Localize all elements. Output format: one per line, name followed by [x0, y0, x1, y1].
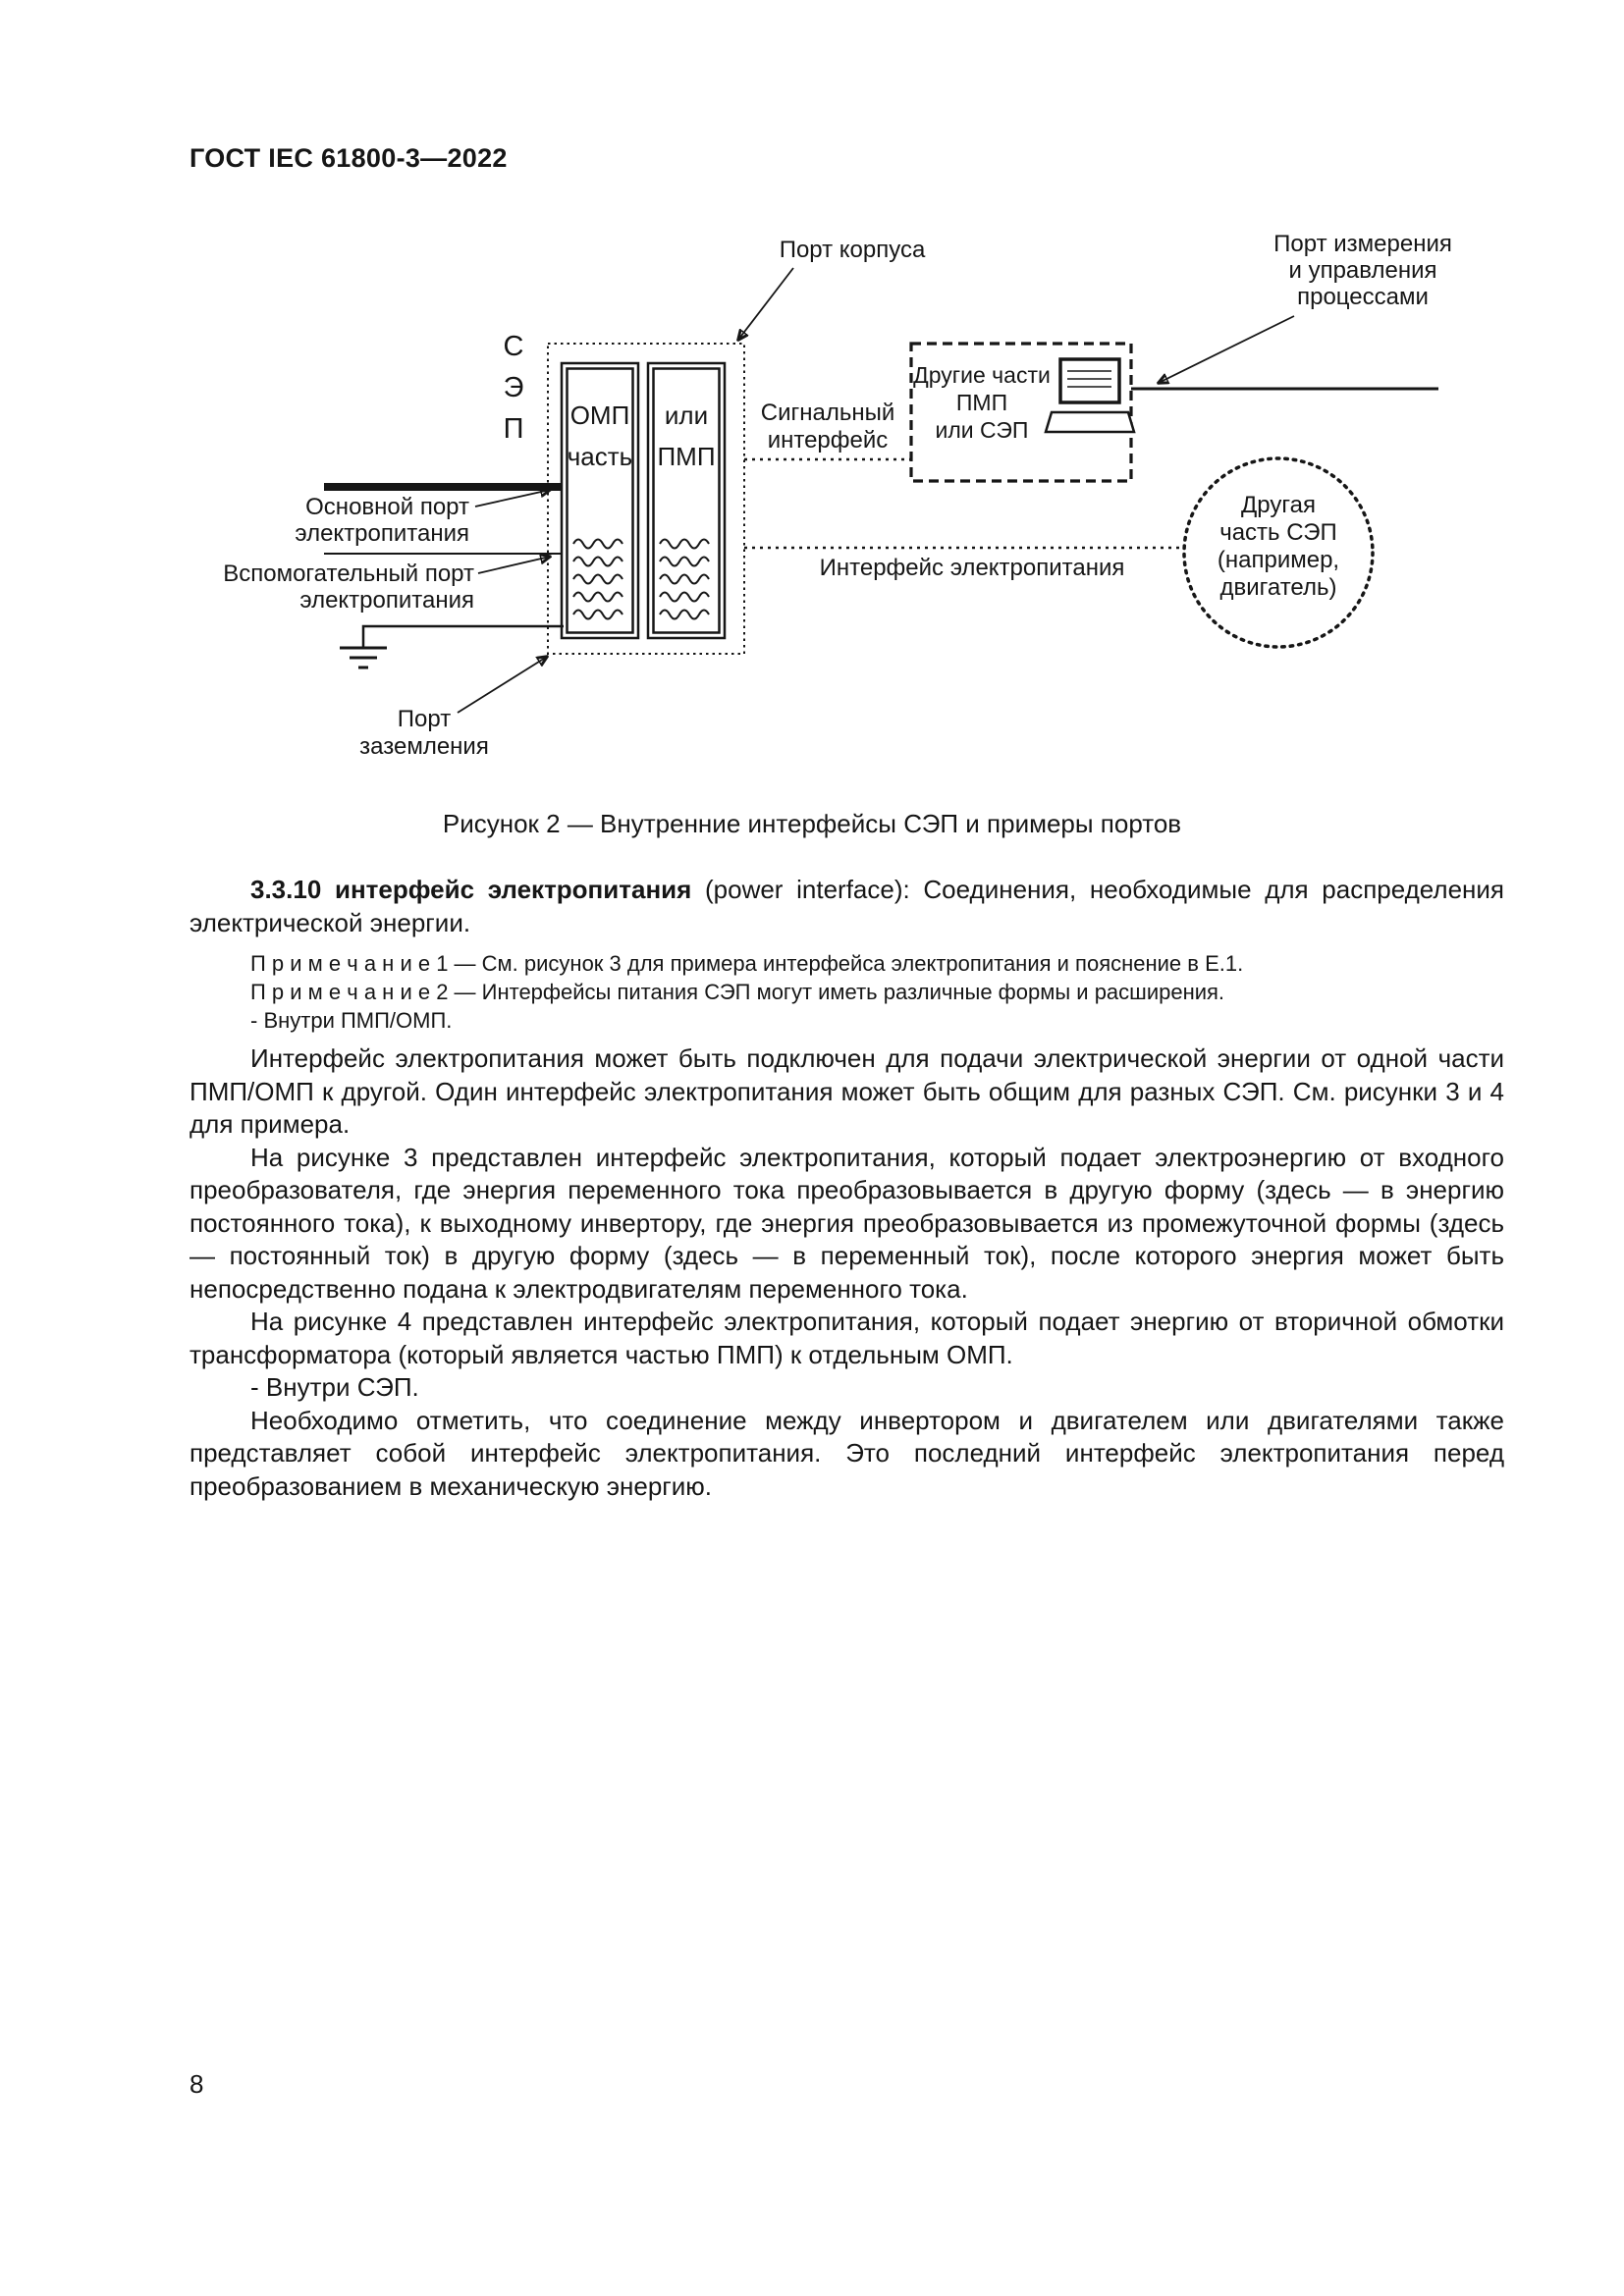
aux-port-callout-line: [477, 557, 550, 574]
omp-box-inner: [566, 367, 634, 634]
label-aux-port-2: электропитания: [299, 587, 474, 614]
label-main-port-1: Основной порт: [305, 494, 469, 520]
figure-caption: Рисунок 2 — Внутренние интерфейсы СЭП и …: [442, 809, 1182, 838]
label-port-case: Порт корпуса: [780, 237, 926, 263]
label-port-measure-2: и управления: [1289, 257, 1437, 284]
label-aux-port-1: Вспомогательный порт: [223, 561, 474, 587]
port-case-callout-line: [738, 267, 794, 340]
label-signal-interface-1: Сигнальный: [761, 400, 895, 426]
term-number-and-term: 3.3.10 интерфейс электропитания: [250, 875, 692, 904]
computer-monitor: [1058, 357, 1121, 404]
label-sep-letter-3: П: [504, 413, 524, 445]
term-definition: 3.3.10 интерфейс электропитания (power i…: [189, 874, 1504, 939]
ground-line: [361, 624, 564, 648]
paragraph-2: На рисунке 3 представлен интерфейс элект…: [189, 1142, 1504, 1304]
body-text: 3.3.10 интерфейс электропитания (power i…: [189, 874, 1504, 1503]
label-other-sep-3: (например,: [1218, 547, 1339, 573]
main-port-callout-line: [474, 490, 550, 507]
label-other-sep-4: двигатель): [1220, 574, 1337, 601]
label-other-sep-1: Другая: [1241, 492, 1316, 518]
pmp-box: [646, 361, 727, 640]
pmp-winding-squiggles: [659, 538, 710, 620]
label-port-measure-3: процессами: [1297, 284, 1429, 310]
label-sep-letter-1: С: [504, 331, 524, 362]
paragraph-4: Необходимо отметить, что соединение межд…: [189, 1405, 1504, 1501]
port-measure-callout-line: [1159, 315, 1295, 383]
ground-port-callout-line: [457, 657, 547, 714]
document-header: ГОСТ IEC 61800-3—2022: [189, 143, 508, 173]
computer-icon: [1044, 357, 1136, 434]
label-pmp-2: ПМП: [657, 442, 715, 471]
label-other-parts-3: или СЭП: [936, 417, 1029, 443]
note-2: П р и м е ч а н и е 2 — Интерфейсы питан…: [250, 980, 1225, 1004]
paragraph-1: Интерфейс электропитания может быть подк…: [189, 1043, 1504, 1139]
label-ground-port-1: Порт: [398, 706, 451, 732]
label-other-parts-2: ПМП: [956, 390, 1007, 415]
label-other-parts-1: Другие части: [913, 362, 1051, 388]
label-power-interface: Интерфейс электропитания: [820, 555, 1125, 581]
omp-winding-squiggles: [572, 538, 623, 620]
term-definition-rest: (power interface): Соединения, необходим…: [189, 875, 1504, 937]
paragraph-3: На рисунке 4 представлен интерфейс элект…: [189, 1307, 1504, 1369]
other-parts-box: [909, 342, 1133, 483]
earth-symbol: [340, 646, 387, 669]
page-number: 8: [189, 2069, 204, 2099]
label-sep-letter-2: Э: [504, 372, 524, 403]
note-1: П р и м е ч а н и е 1 — См. рисунок 3 дл…: [250, 951, 1244, 976]
label-main-port-2: электропитания: [295, 520, 469, 547]
label-other-sep-2: часть СЭП: [1219, 519, 1337, 546]
label-ground-port-2: заземления: [359, 733, 489, 760]
label-pmp-1: или: [665, 400, 708, 430]
computer-keyboard: [1044, 410, 1136, 434]
sep-boundary-box: [547, 343, 745, 655]
label-signal-interface-2: интерфейс: [768, 427, 889, 454]
label-omp-1: ОМП: [570, 400, 630, 430]
list-item-inside-pmp-omp: - Внутри ПМП/ОМП.: [250, 1008, 453, 1033]
pmp-box-inner: [652, 367, 721, 634]
figure-2-diagram: Порт корпуса Порт измерения и управления…: [223, 231, 1452, 760]
list-item-inside-sep: - Внутри СЭП.: [250, 1372, 419, 1402]
label-omp-2: часть: [568, 442, 632, 471]
label-port-measure-1: Порт измерения: [1273, 231, 1452, 257]
other-sep-circle: [1182, 456, 1375, 649]
